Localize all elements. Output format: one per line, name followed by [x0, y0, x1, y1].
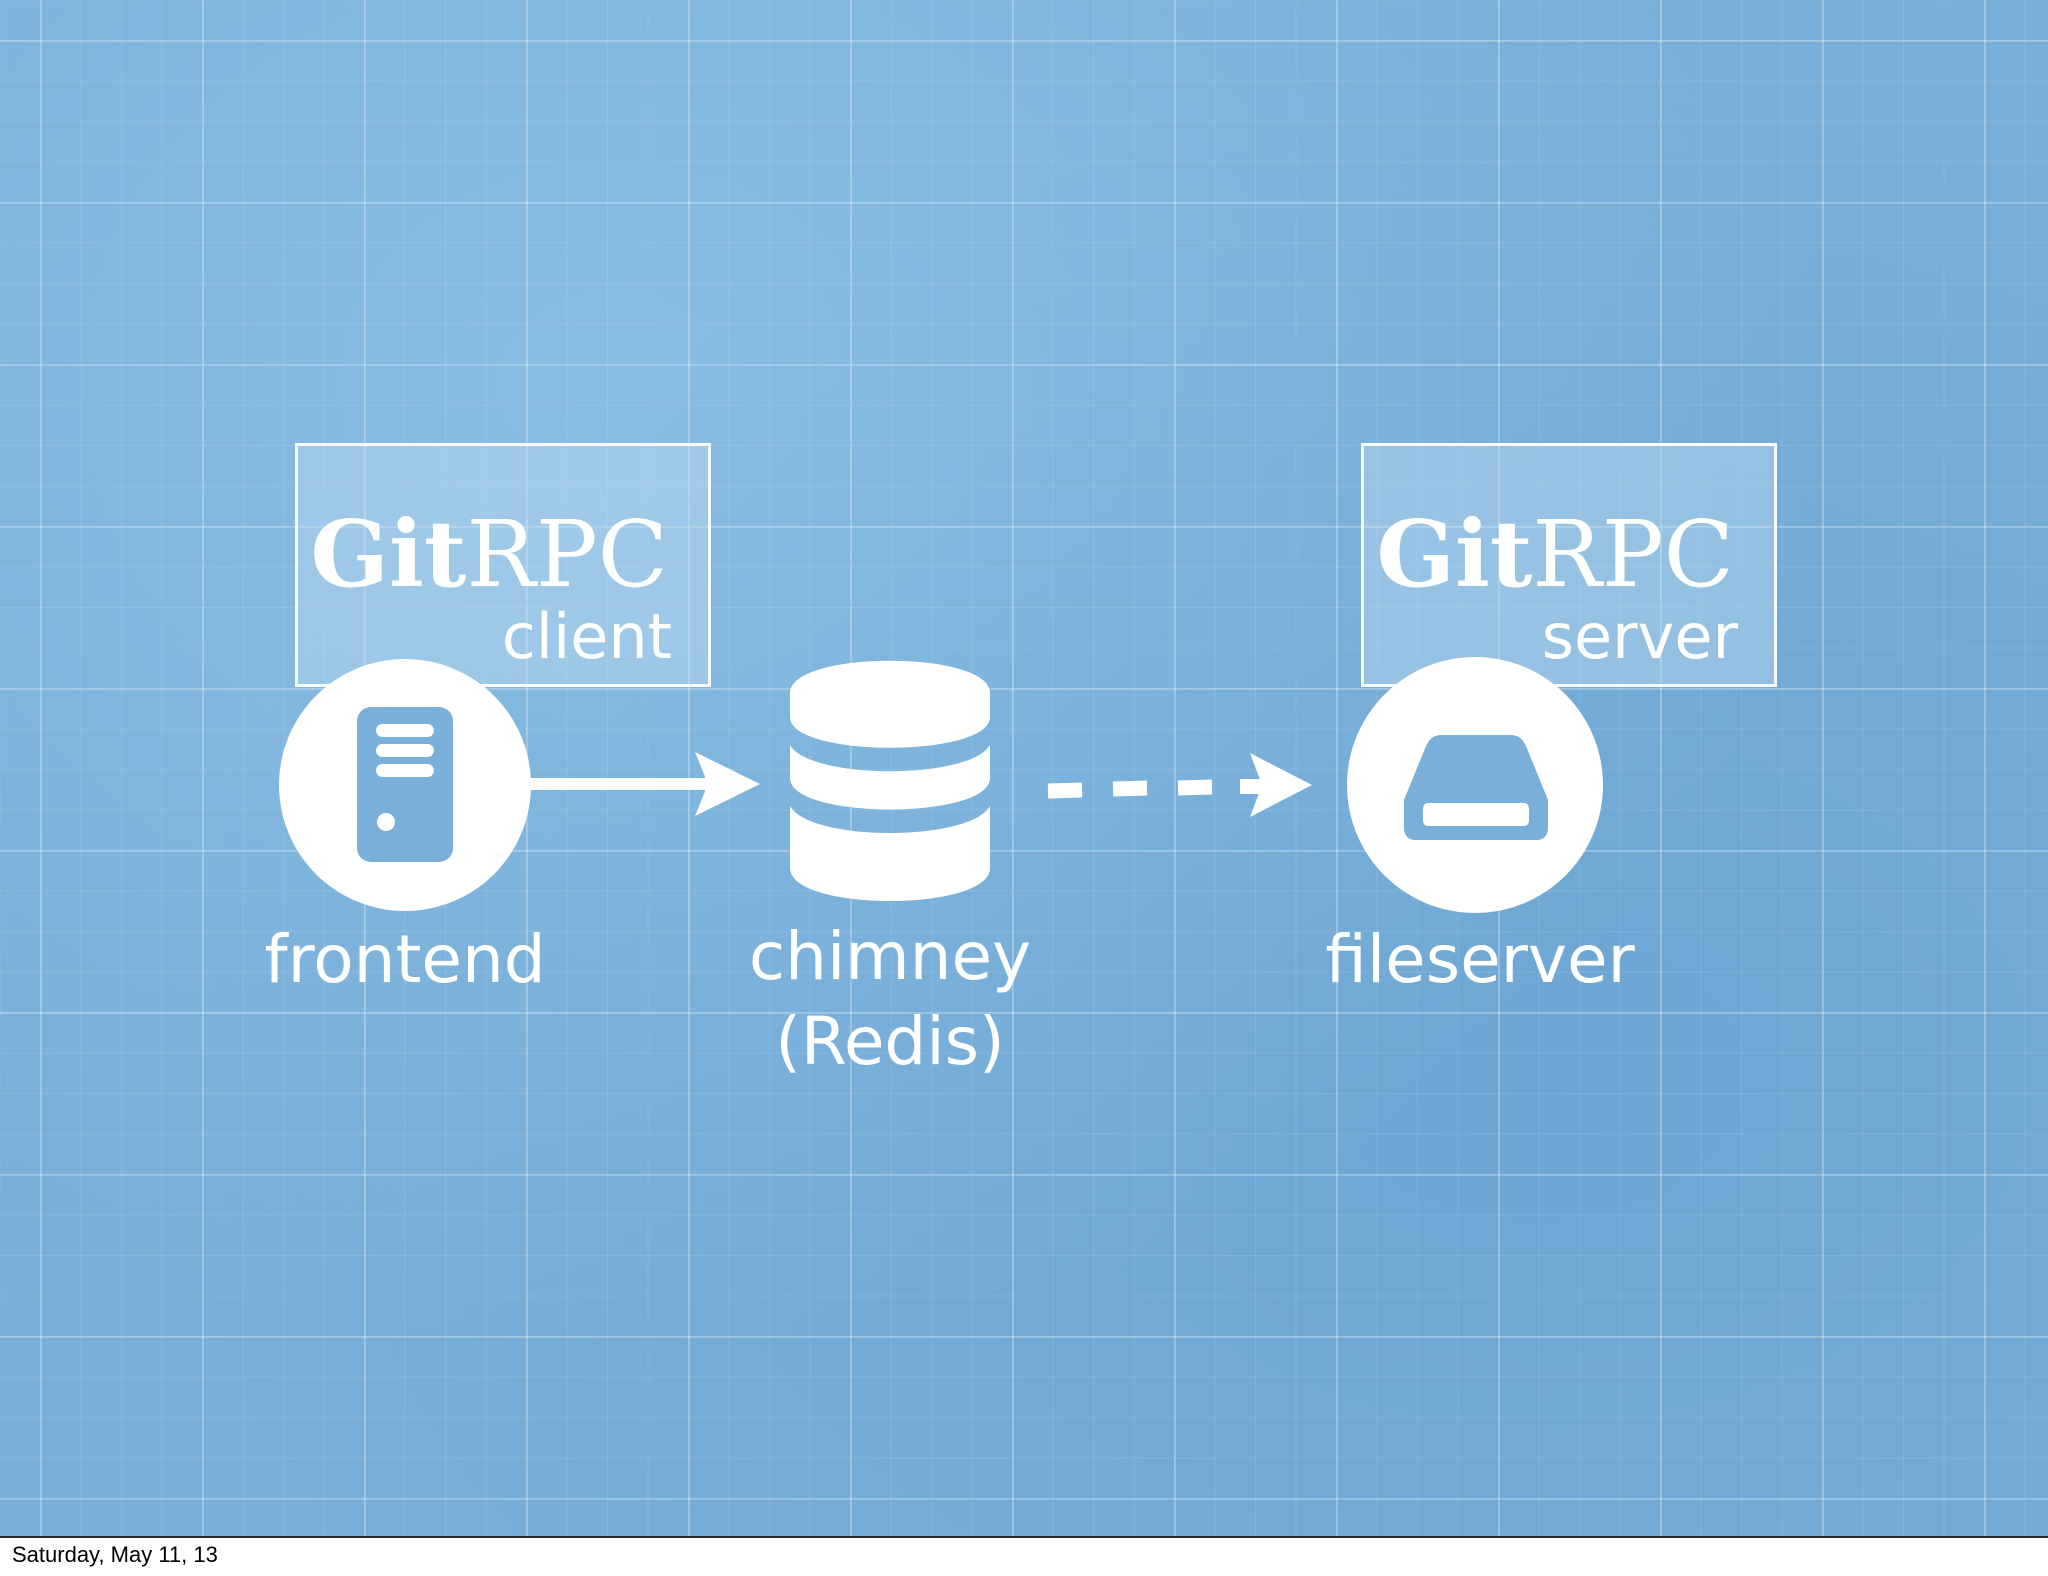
slide: GitRPC client GitRPC server	[0, 0, 2048, 1536]
chimney-label: chimney	[748, 918, 1032, 995]
gitrpc-client-subtitle: client	[501, 600, 672, 673]
frontend-label: frontend	[264, 921, 546, 998]
gitrpc-client-box: GitRPC client	[295, 443, 711, 687]
gitrpc-client-title-bold: Git	[310, 500, 467, 608]
arrow-chimney-to-fileserver	[1047, 753, 1312, 817]
frontend-node	[279, 659, 531, 911]
database-icon	[790, 660, 990, 901]
gitrpc-client-title-light: RPC	[466, 501, 668, 608]
footer-date: Saturday, May 11, 13	[12, 1542, 218, 1567]
slide-bottom-edge	[0, 1536, 2048, 1538]
server-tower-icon	[357, 707, 453, 862]
arrow-frontend-to-chimney	[531, 752, 760, 816]
hard-drive-icon	[1404, 735, 1548, 840]
fileserver-label: fileserver	[1325, 921, 1635, 998]
diagram-graphics	[279, 657, 1603, 913]
chimney-sublabel: (Redis)	[775, 1003, 1005, 1080]
gitrpc-server-box: GitRPC server	[1361, 443, 1777, 687]
gitrpc-server-title-light: RPC	[1532, 501, 1734, 608]
gitrpc-server-title-bold: Git	[1376, 500, 1533, 608]
gitrpc-client-title: GitRPC	[310, 508, 668, 601]
gitrpc-server-subtitle: server	[1541, 600, 1738, 673]
gitrpc-server-title: GitRPC	[1376, 508, 1734, 601]
fileserver-node	[1347, 657, 1603, 913]
